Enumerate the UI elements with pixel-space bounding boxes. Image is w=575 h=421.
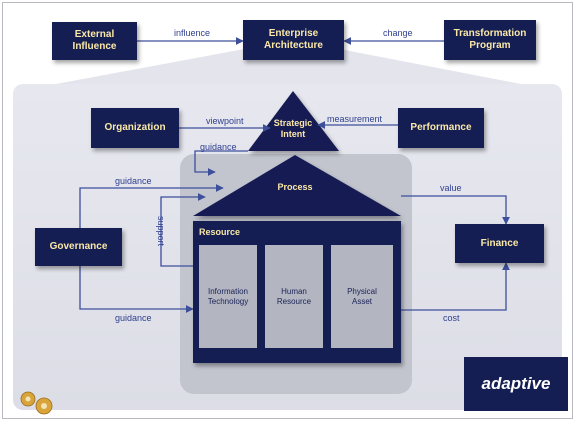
transformation-program-node: Transformation Program xyxy=(444,20,536,60)
value-arrow xyxy=(401,195,510,225)
guidance-process-edge-label: guidance xyxy=(115,176,152,186)
organization-node: Organization xyxy=(91,108,179,148)
measurement-edge-label: measurement xyxy=(327,114,383,124)
human-resource-label: Human Resource xyxy=(276,286,312,306)
process-label: Process xyxy=(277,182,313,192)
enterprise-architecture-label: Enterprise Architecture xyxy=(264,28,323,51)
viewpoint-edge-label: viewpoint xyxy=(206,116,244,126)
guidance-intent-arrow xyxy=(194,150,248,176)
transformation-program-label: Transformation Program xyxy=(453,28,527,51)
guidance-resource-arrow xyxy=(79,266,194,313)
performance-node: Performance xyxy=(398,108,484,148)
information-technology-pillar: Information Technology xyxy=(199,245,257,348)
value-edge-label: value xyxy=(440,183,462,193)
performance-label: Performance xyxy=(410,122,472,133)
information-technology-label: Information Technology xyxy=(207,286,249,306)
process-triangle xyxy=(193,155,401,216)
cost-arrow xyxy=(401,262,510,311)
cost-edge-label: cost xyxy=(443,313,460,323)
change-edge-label: change xyxy=(383,28,413,38)
adaptive-logo-text: adaptive xyxy=(481,374,551,393)
resource-node: Resource Information Technology Human Re… xyxy=(193,221,401,363)
strategic-intent-label: Strategic Intent xyxy=(273,118,313,139)
physical-asset-label: Physical Asset xyxy=(347,286,377,306)
resource-label: Resource xyxy=(199,227,241,237)
guidance-resource-edge-label: guidance xyxy=(115,313,152,323)
external-influence-label: External Influence xyxy=(72,29,117,52)
governance-label: Governance xyxy=(49,241,108,252)
governance-node: Governance xyxy=(35,228,122,266)
strategic-intent-triangle xyxy=(248,91,339,151)
guidance-process-arrow xyxy=(79,184,224,228)
adaptive-logo: adaptive xyxy=(464,357,568,411)
enterprise-architecture-node: Enterprise Architecture xyxy=(243,20,344,60)
guidance-intent-edge-label: guidance xyxy=(200,142,237,152)
support-arrow xyxy=(160,193,206,267)
human-resource-pillar: Human Resource xyxy=(265,245,323,348)
organization-label: Organization xyxy=(104,122,166,133)
external-influence-node: External Influence xyxy=(52,22,137,60)
physical-asset-pillar: Physical Asset xyxy=(331,245,393,348)
finance-label: Finance xyxy=(480,237,519,249)
finance-node: Finance xyxy=(455,224,544,263)
roof-shape xyxy=(13,40,562,92)
influence-edge-label: influence xyxy=(174,28,211,38)
